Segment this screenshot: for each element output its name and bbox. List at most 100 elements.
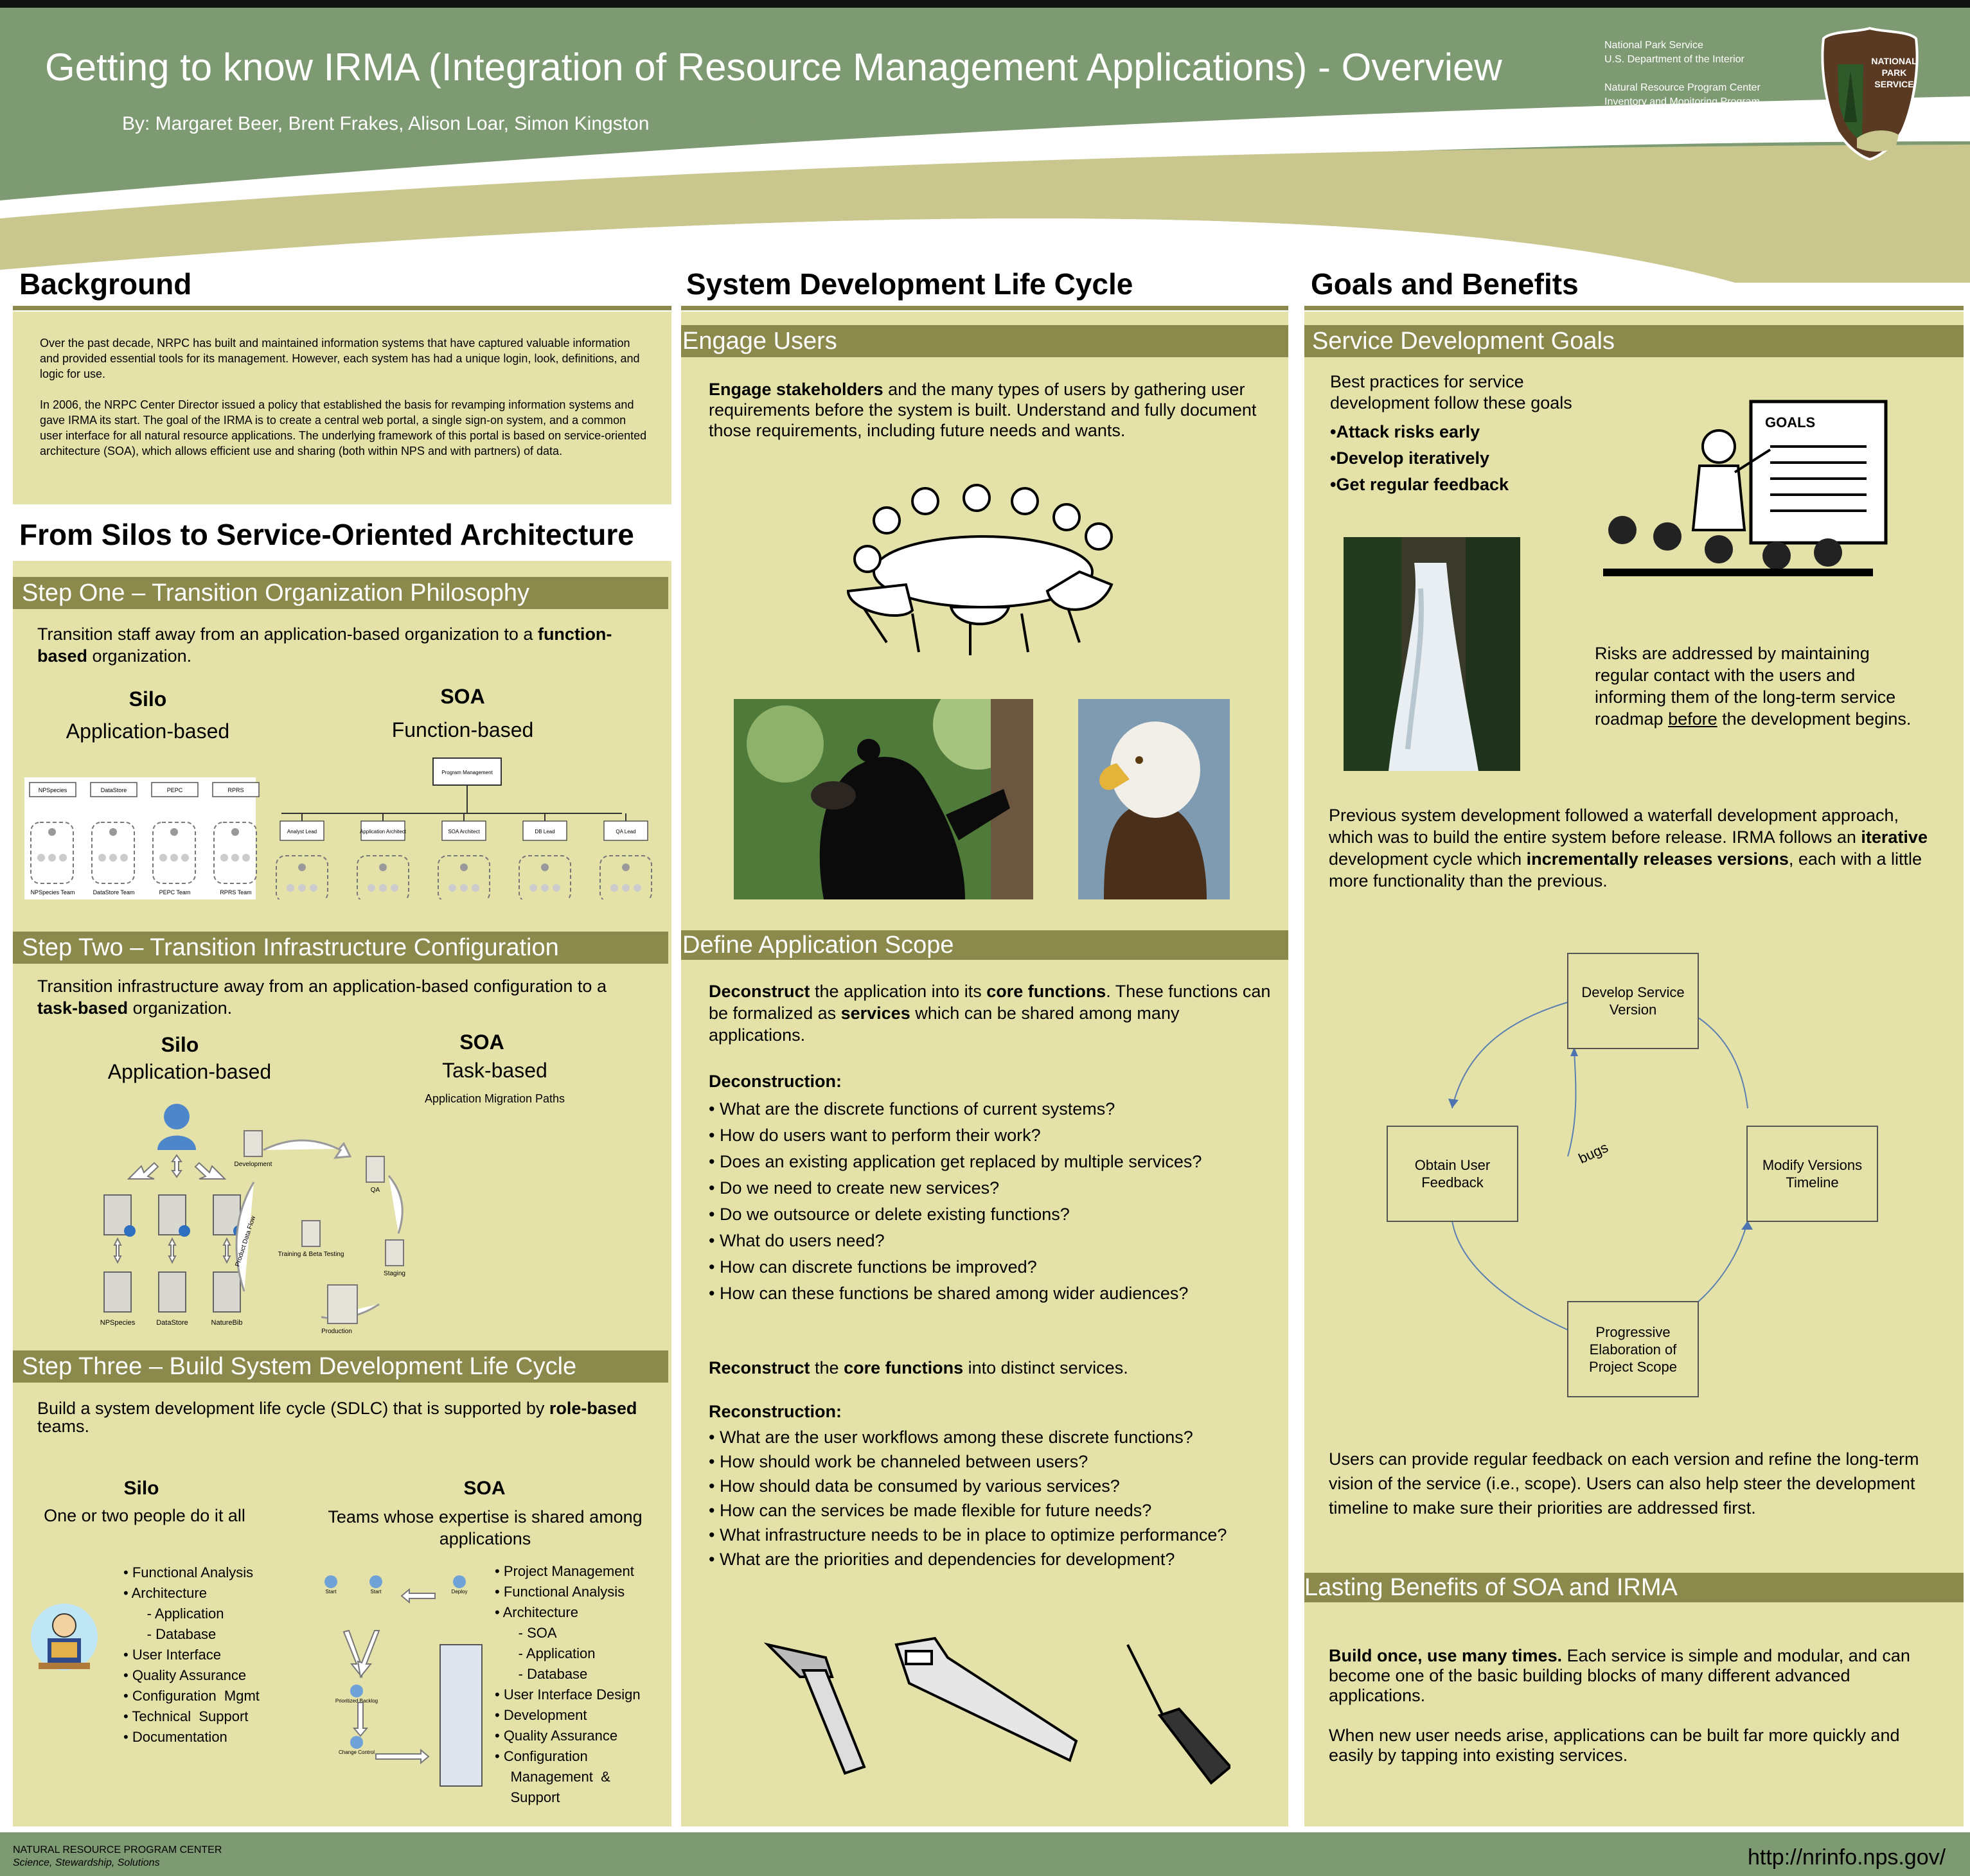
step3-silo-title: Silo	[123, 1478, 159, 1499]
hammer-icon	[763, 1642, 834, 1678]
stage-label: Staging	[384, 1270, 405, 1277]
soa-role-box	[603, 820, 648, 841]
screwdriver-icon	[1126, 1644, 1167, 1722]
agency-line: Inventory and Monitoring Program	[1604, 96, 1760, 107]
step2-silo-sub: Application-based	[107, 1060, 272, 1083]
person-icon	[287, 884, 294, 892]
lasting-benefits-bar: Lasting Benefits of SOA and IRMA	[1304, 1573, 1964, 1602]
silo-team-label: PEPC Team	[159, 889, 191, 896]
soa-role: - SOA	[495, 1625, 557, 1641]
flow-role-label: Change Control	[339, 1749, 375, 1755]
reconstruct-text: Reconstruct the core functions into dist…	[709, 1358, 1128, 1377]
person-icon	[368, 884, 375, 892]
feedback-text: Users can provide regular feedback on ea…	[1329, 1449, 1919, 1518]
recon-question: • How should work be channeled between u…	[709, 1452, 1088, 1471]
sdlc-heading: System Development Life Cycle	[686, 267, 1133, 301]
soa-role-box	[441, 820, 486, 841]
stage-server-icon	[244, 1130, 263, 1157]
decon-question: • How can discrete functions be improved…	[709, 1257, 1037, 1277]
background-panel	[13, 312, 671, 504]
soa-role-box	[360, 820, 405, 841]
role-person-icon	[453, 1575, 466, 1588]
recon-question: • What infrastructure needs to be in pla…	[709, 1525, 1227, 1544]
step1-bar: Step One – Transition Organization Philo…	[13, 577, 668, 609]
footer-org: NATURAL RESOURCE PROGRAM CENTER Science,…	[13, 1844, 222, 1870]
step1-text: Transition staff away from an applicatio…	[37, 624, 612, 666]
person-icon	[460, 863, 468, 871]
decon-question: • Do we outsource or delete existing fun…	[709, 1205, 1070, 1224]
decon-question: • Do we need to create new services?	[709, 1178, 1000, 1198]
step3-text: Build a system development life cycle (S…	[37, 1399, 637, 1436]
soa-team-group	[438, 855, 490, 899]
heading-rule	[1304, 306, 1964, 310]
waterfall-photo	[1344, 537, 1520, 771]
globe-icon	[179, 1225, 190, 1237]
previous-dev-text: Previous system development followed a w…	[1329, 806, 1928, 890]
role-person-icon	[350, 1685, 363, 1697]
silo-team-group	[30, 822, 74, 884]
soa-role: • Functional Analysis	[495, 1584, 625, 1600]
person-icon	[622, 863, 630, 871]
silo-app-box	[151, 782, 199, 797]
silo-team-group	[152, 822, 196, 884]
person-icon	[553, 884, 560, 892]
soa-role: • Project Management	[495, 1563, 634, 1579]
person-icon	[298, 884, 306, 892]
recon-heading: Reconstruction:	[709, 1402, 842, 1421]
person-icon	[391, 884, 398, 892]
silo-app-label: NPSpecies	[39, 787, 67, 793]
lasting-text-1: Build once, use many times. Each service…	[1329, 1646, 1910, 1705]
soa-role: - Database	[495, 1666, 588, 1682]
logo-text: NATIONAL	[1871, 56, 1917, 66]
poster-authors: By: Margaret Beer, Brent Frakes, Alison …	[122, 113, 650, 134]
silo-role: • Configuration Mgmt	[123, 1688, 260, 1704]
tools-clipart	[763, 1636, 1230, 1785]
soa-role-label: Application Architect	[360, 829, 407, 835]
recon-question: • How should data be consumed by various…	[709, 1476, 1120, 1496]
soa-role-list: • Project Management • Functional Analysi…	[495, 1561, 649, 1808]
soa-role-box	[280, 820, 324, 841]
person-icon	[298, 863, 306, 871]
silo-role: • Architecture	[123, 1585, 207, 1601]
goals-bar: Service Development Goals	[1304, 325, 1964, 357]
soa-role-label: SOA Architect	[448, 829, 480, 835]
soa-role: • Quality Assurance	[495, 1728, 618, 1744]
role-person-icon	[324, 1575, 337, 1588]
goals-list: •Attack risks early•Develop iteratively•…	[1330, 419, 1509, 498]
soa-role: - Application	[495, 1645, 596, 1661]
goals-presenter-clipart: GOALS	[1603, 400, 1888, 576]
step3-silo-sub: One or two people do it all	[44, 1506, 245, 1525]
decon-question: • How can these functions be shared amon…	[709, 1284, 1189, 1303]
server-icon	[158, 1271, 186, 1313]
person-icon	[610, 884, 618, 892]
person-icon	[37, 854, 45, 862]
cycle-modify-timeline: Modify Versions Timeline	[1746, 1126, 1878, 1222]
engage-text: Engage stakeholders and the many types o…	[709, 380, 1257, 440]
step2-soa-title: SOA	[459, 1031, 504, 1054]
goals-intro: Best practices for service development f…	[1330, 372, 1572, 412]
silo-role: • Quality Assurance	[123, 1667, 247, 1683]
step2-text: Transition infrastructure away from an a…	[37, 977, 607, 1018]
soa-team-group	[357, 855, 409, 899]
person-icon	[109, 854, 117, 862]
step3-bar: Step Three – Build System Development Li…	[13, 1350, 668, 1383]
person-icon	[48, 854, 56, 862]
person-icon	[98, 854, 106, 862]
silo-role: - Database	[123, 1626, 217, 1642]
black-bear-photo	[734, 699, 1033, 899]
person-icon	[310, 884, 317, 892]
bald-eagle-photo	[1078, 699, 1230, 899]
soa-role: • Architecture	[495, 1604, 578, 1620]
lasting-text-2: When new user needs arise, applications …	[1329, 1726, 1900, 1765]
footer-url-link[interactable]: http://nrinfo.nps.gov/	[1748, 1845, 1946, 1870]
silo-app-label: PEPC	[167, 787, 183, 793]
role-person-icon	[350, 1736, 363, 1749]
server-label: NatureBib	[211, 1319, 243, 1327]
silo-app-box	[212, 782, 260, 797]
globe-icon	[124, 1225, 136, 1237]
soa-role: Management &	[495, 1769, 610, 1785]
silo-role: • User Interface	[123, 1647, 221, 1663]
silo-role: - Application	[123, 1606, 224, 1622]
step2-silo-title: Silo	[161, 1033, 199, 1056]
